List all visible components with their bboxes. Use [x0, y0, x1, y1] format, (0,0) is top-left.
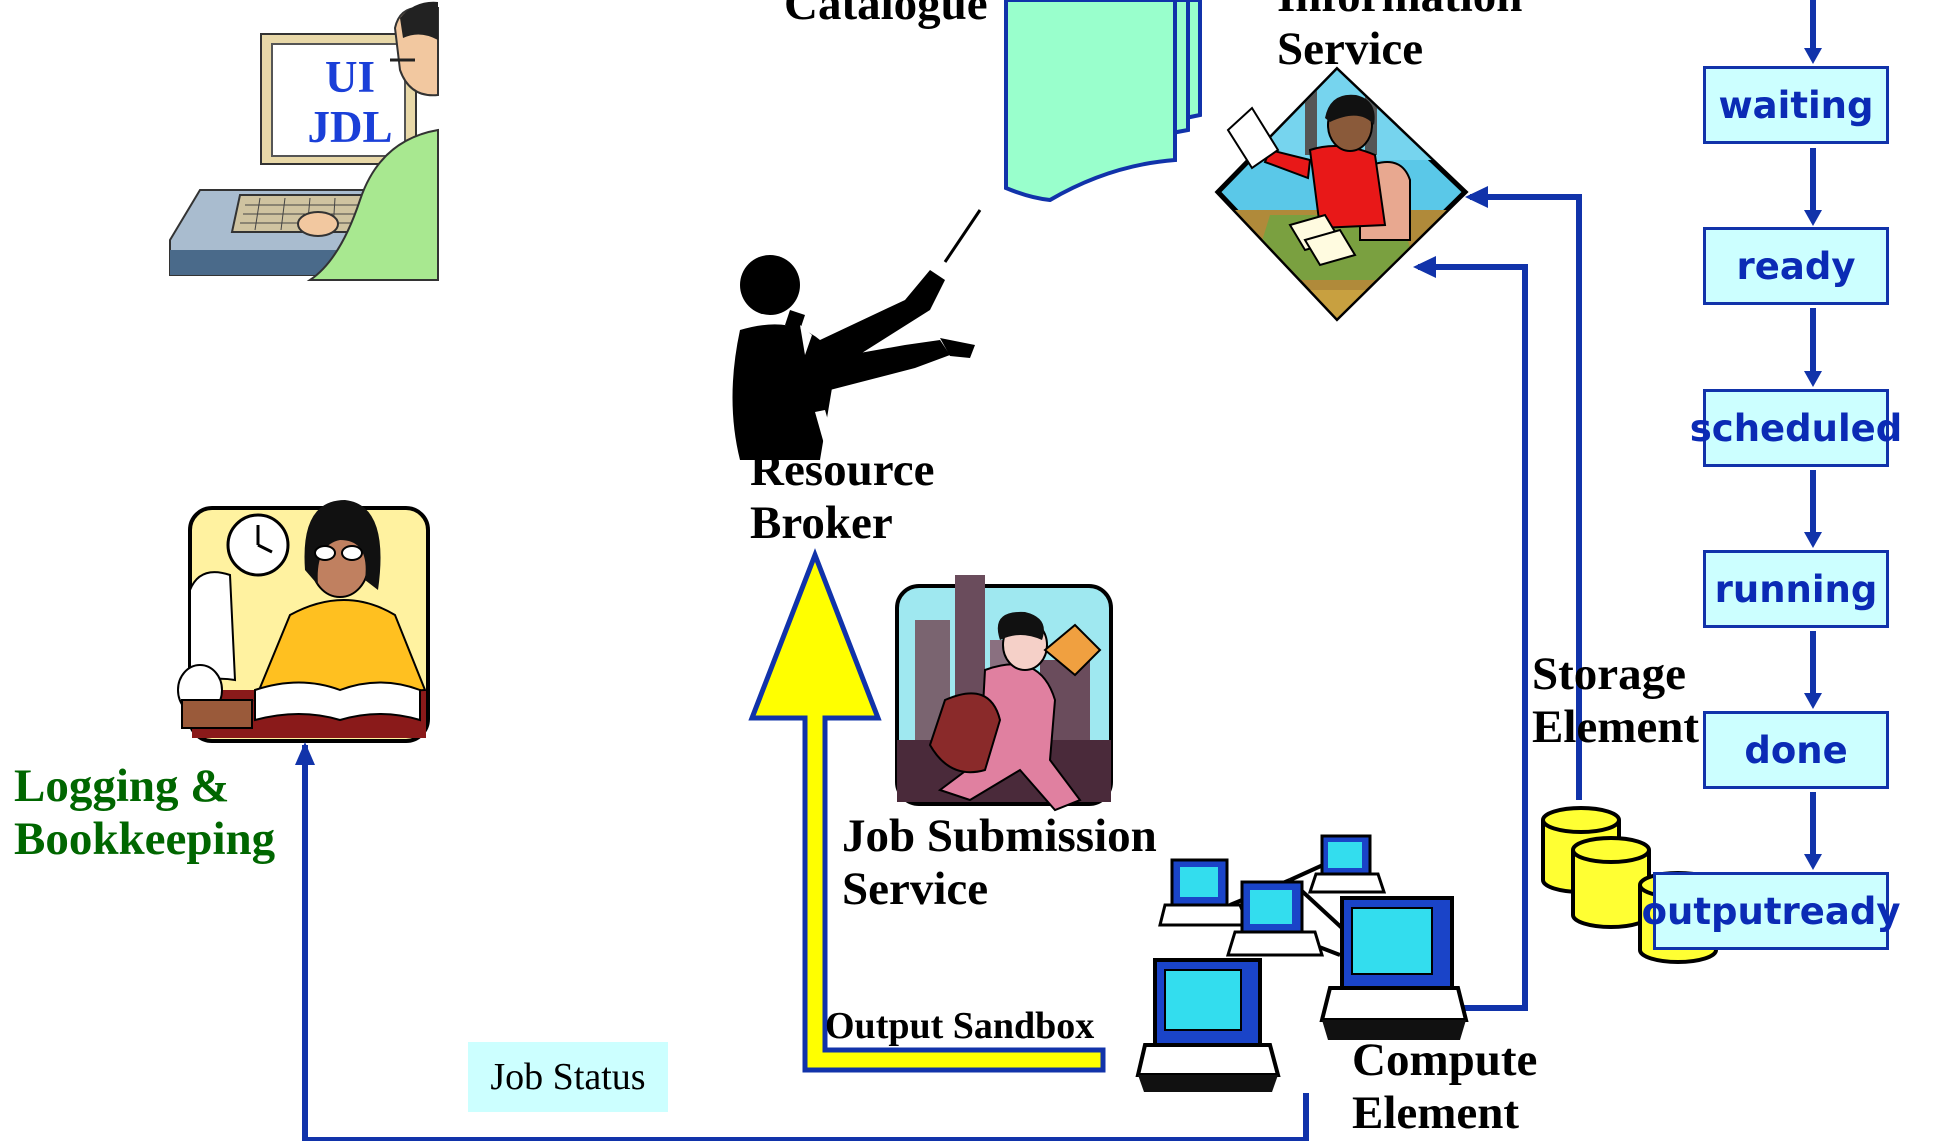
job-status-label: Job Status — [490, 1056, 646, 1098]
information-service-label-line2: Service — [1277, 22, 1424, 75]
information-service-label: Information Service — [1277, 0, 1522, 75]
bookkeeper-icon — [177, 500, 430, 743]
computer-network-icon — [1135, 834, 1469, 1092]
conductor-icon — [732, 209, 982, 460]
job-status-arrow — [302, 745, 1309, 1141]
connector-arrows — [302, 0, 1816, 1141]
ui-label-line1: UI — [324, 52, 375, 102]
job-submission-label-line2: Service — [842, 862, 989, 915]
arrow-heads — [295, 48, 1822, 870]
courier-icon — [895, 575, 1113, 812]
catalogue-label: Catalogue — [784, 0, 988, 30]
compute-label-line1: Compute — [1352, 1034, 1538, 1086]
resource-broker-label-line2: Broker — [750, 496, 893, 549]
ui-label-line2: JDL — [307, 102, 393, 153]
state-outputready: outputready — [1642, 872, 1900, 950]
logging-label-line1: Logging & — [14, 760, 230, 812]
information-service-icon — [1214, 66, 1469, 322]
job-status-box: Job Status — [468, 1042, 668, 1112]
compute-label-line2: Element — [1352, 1086, 1520, 1139]
logging-label-line2: Bookkeeping — [14, 812, 276, 865]
compute-element-label: Compute Element — [1352, 1034, 1537, 1139]
ui-label: UI JDL — [292, 52, 408, 153]
output-sandbox-label: Output Sandbox — [825, 1005, 1095, 1047]
state-scheduled: scheduled — [1690, 389, 1902, 467]
logging-bookkeeping-label: Logging & Bookkeeping — [14, 760, 275, 865]
state-waiting: waiting — [1703, 66, 1889, 144]
output-sandbox-arrow — [748, 548, 1106, 1073]
storage-to-information-arrow — [1470, 194, 1582, 800]
resource-broker-label: Resource Broker — [750, 444, 934, 549]
resource-broker-label-line1: Resource — [750, 444, 935, 496]
information-service-label-line1: Information — [1277, 0, 1522, 23]
state-ready: ready — [1703, 227, 1889, 305]
storage-label-line1: Storage — [1532, 648, 1687, 700]
job-submission-label-line1: Job Submission — [842, 810, 1157, 862]
state-done: done — [1703, 711, 1889, 789]
job-submission-service-label: Job Submission Service — [842, 810, 1157, 915]
state-running: running — [1703, 550, 1889, 628]
compute-to-information-arrow — [1418, 264, 1528, 1011]
storage-label-line2: Element — [1532, 700, 1700, 753]
catalogue-documents-icon — [1004, 0, 1202, 203]
storage-element-label: Storage Element — [1532, 648, 1699, 753]
user-at-computer-icon — [169, 1, 439, 281]
